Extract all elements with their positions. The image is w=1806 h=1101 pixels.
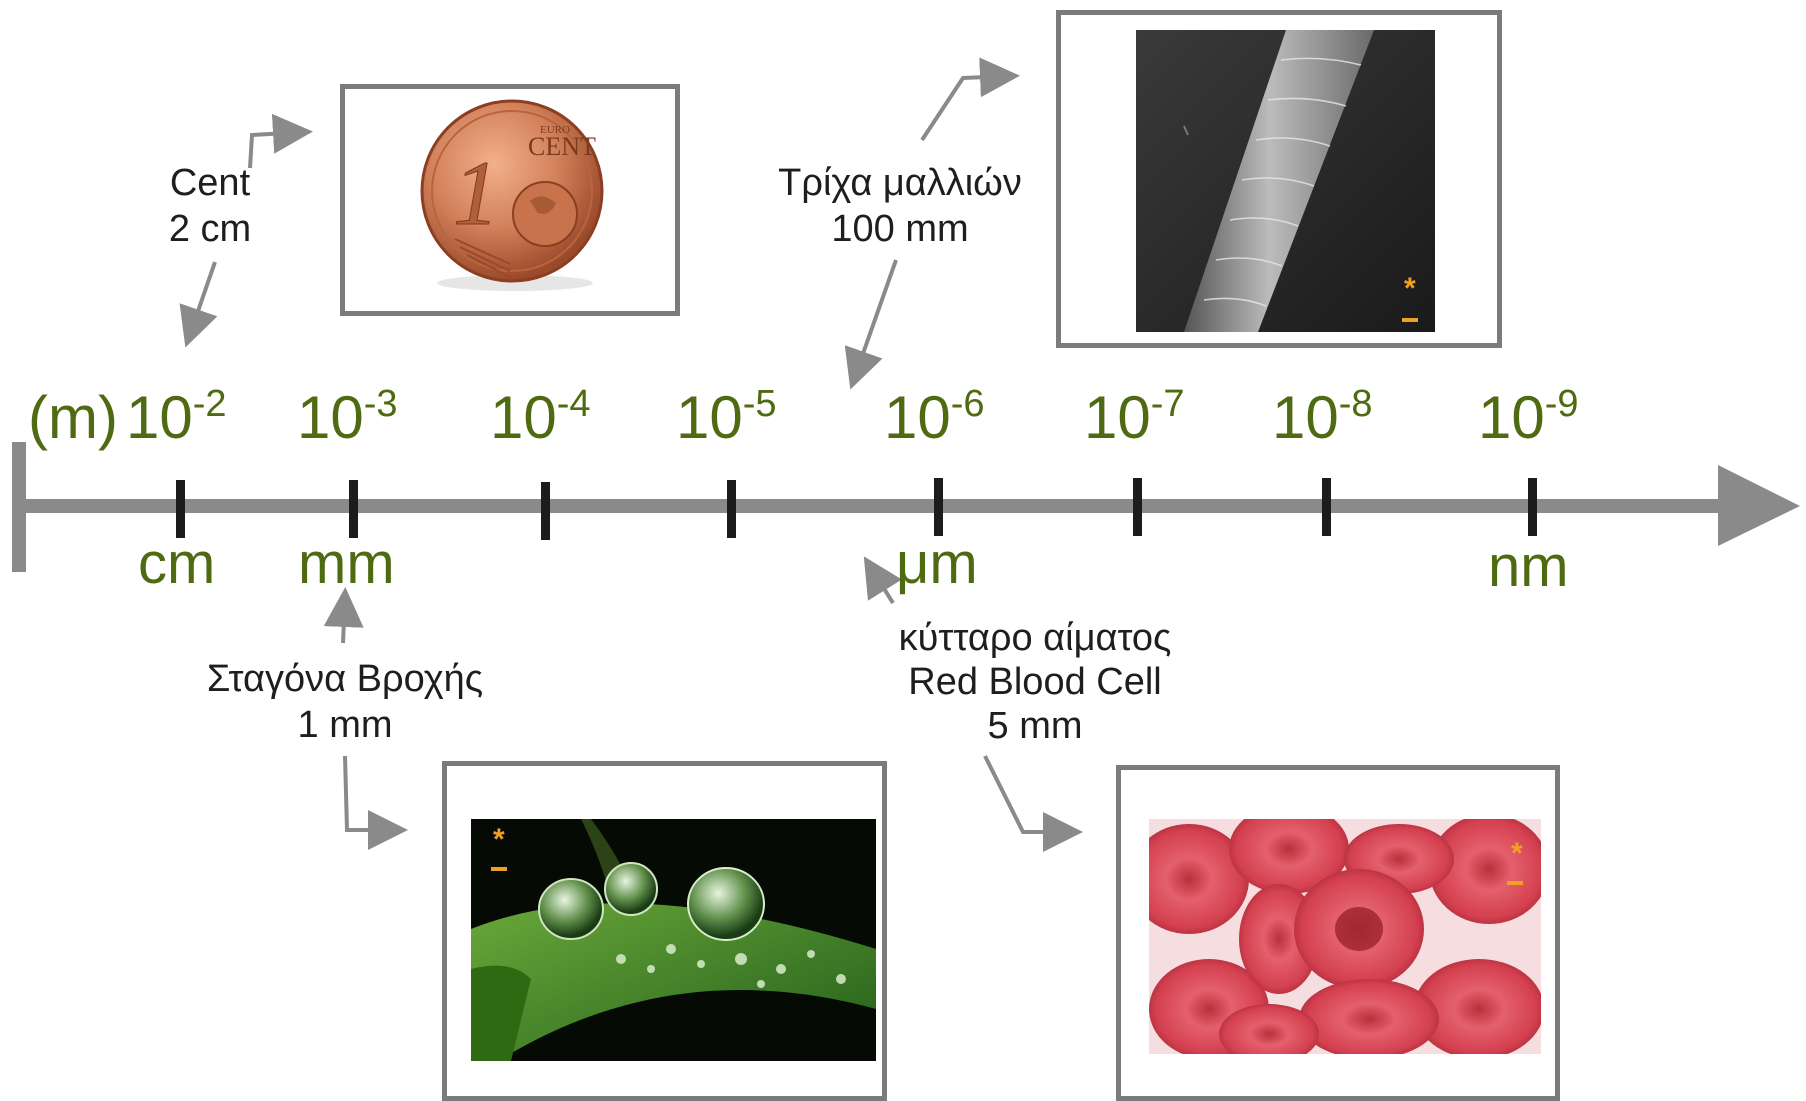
tick-label-1e-3: 10-3: [297, 388, 398, 456]
rbc-size: 5 mm: [870, 704, 1200, 748]
coin-euro: EURO: [540, 124, 570, 136]
hair-size: 100 mm: [760, 206, 1040, 252]
cent-name: Cent: [150, 160, 270, 206]
tick-mark: [934, 478, 943, 536]
unit-um: μm: [896, 535, 978, 593]
raindrop-size: 1 mm: [185, 702, 505, 748]
tick-label-1e-9: 10-9: [1478, 388, 1579, 456]
tick-mark: [541, 482, 550, 540]
unit-cm: cm: [138, 535, 215, 593]
tick-mark: [176, 480, 185, 538]
tick-mark: [1528, 478, 1537, 536]
globe-icon: [513, 182, 577, 246]
raindrop-image-frame: *: [442, 761, 887, 1101]
coin-image: 1 CENT EURO: [345, 89, 675, 311]
tick-label-1e-8: 10-8: [1272, 388, 1373, 456]
rbc-image: *: [1149, 819, 1541, 1054]
scale-marker-star: *: [1511, 839, 1523, 869]
tick-mark: [1133, 478, 1142, 536]
scale-bar: [491, 867, 507, 871]
tick-label-1e-2: 10-2: [126, 388, 227, 456]
hair-image-frame: *: [1056, 10, 1502, 348]
coin-text: CENT: [528, 132, 596, 161]
cent-axis-arrow: [188, 262, 215, 340]
hair-sem-photo: [1136, 30, 1435, 332]
tick-mark: [1322, 478, 1331, 536]
coin-image-frame: 1 CENT EURO: [340, 84, 680, 316]
tick-mark: [349, 480, 358, 538]
cent-size: 2 cm: [150, 206, 270, 252]
raindrop-photo: [471, 819, 876, 1061]
axis-unit-prefix: (m): [28, 388, 118, 448]
scale-bar: [1402, 318, 1418, 322]
raindrop-image: *: [471, 819, 876, 1061]
raindrop-label: Σταγόνα Βροχής 1 mm: [185, 656, 505, 748]
hair-axis-arrow: [853, 260, 896, 382]
rbc-photo: [1149, 819, 1541, 1054]
coin-numeral: 1: [453, 142, 499, 244]
unit-mm: mm: [298, 535, 395, 593]
hair-image: *: [1136, 30, 1435, 332]
hair-label: Τρίχα μαλλιών 100 mm: [760, 160, 1040, 252]
tick-label-1e-6: 10-6: [884, 388, 985, 456]
hair-name: Τρίχα μαλλιών: [760, 160, 1040, 206]
hair-image-arrow: [922, 76, 1012, 140]
axis-arrowhead: [1718, 465, 1800, 546]
tick-label-1e-7: 10-7: [1084, 388, 1185, 456]
tick-mark: [727, 480, 736, 538]
rbc-image-arrow: [985, 756, 1075, 832]
unit-nm: nm: [1488, 538, 1569, 596]
tick-label-1e-4: 10-4: [490, 388, 591, 456]
rbc-label: κύτταρο αίματος Red Blood Cell 5 mm: [870, 616, 1200, 748]
scale-marker-star: *: [493, 825, 505, 855]
raindrop-axis-arrow: [343, 595, 345, 643]
rbc-axis-arrow: [868, 563, 893, 603]
cent-label: Cent 2 cm: [150, 160, 270, 252]
tick-label-1e-5: 10-5: [676, 388, 777, 456]
scale-bar: [1507, 881, 1523, 885]
raindrop-image-arrow: [345, 756, 400, 830]
rbc-image-frame: *: [1116, 765, 1560, 1101]
axis-line: [20, 499, 1720, 513]
raindrop-name: Σταγόνα Βροχής: [185, 656, 505, 702]
rbc-name-english: Red Blood Cell: [870, 660, 1200, 704]
rbc-name-greek: κύτταρο αίματος: [870, 616, 1200, 660]
scale-marker-star: *: [1404, 274, 1416, 304]
